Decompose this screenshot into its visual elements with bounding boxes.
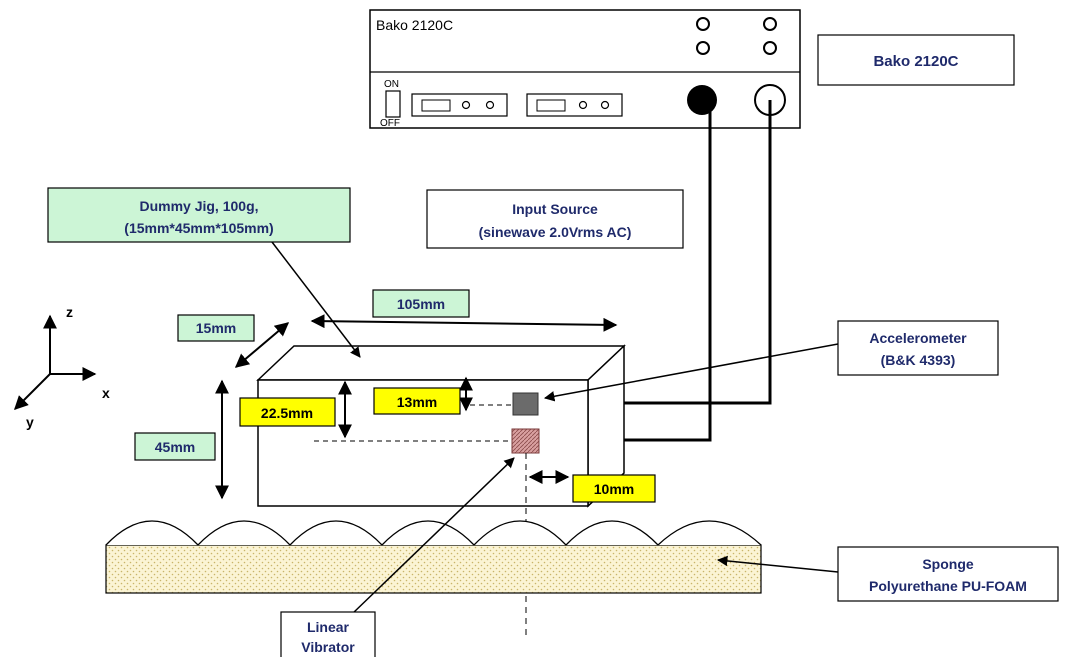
display-window-icon — [536, 99, 566, 112]
vibrator-leader-arrow — [351, 457, 515, 615]
knob-icon — [763, 17, 777, 31]
button-icon — [485, 100, 495, 110]
knob-icon — [696, 41, 710, 55]
dummy-jig-label-line1: Dummy Jig, 100g, — [139, 198, 258, 214]
half-height-dimension-box — [239, 397, 336, 427]
button-icon — [600, 100, 610, 110]
jig-top-face — [256, 345, 626, 381]
linear-vibrator-label-box — [280, 611, 376, 657]
coordinate-axes: z x y — [14, 304, 110, 430]
button-icon — [461, 100, 471, 110]
sponge-label-line1: Sponge — [922, 556, 974, 572]
accelerometer-label-line1: Accelerometer — [869, 330, 967, 346]
side-offset-dimension-value: 10mm — [594, 481, 634, 497]
sponge — [105, 520, 762, 594]
input-source-label-line2: (sinewave 2.0Vrms AC) — [479, 224, 632, 240]
display-window-icon — [421, 99, 451, 112]
length-dimension-value: 105mm — [397, 296, 445, 312]
signal-generator-device: Bako 2120C ON OFF — [369, 9, 801, 129]
accel-offset-dimension-value: 13mm — [397, 394, 437, 410]
side-offset-dimension-box — [572, 474, 656, 503]
y-axis-arrow — [14, 373, 51, 410]
input-source-label-box — [426, 189, 684, 249]
switch-off-text: OFF — [380, 118, 400, 129]
sponge-leader-arrow — [716, 555, 839, 573]
x-axis-label: x — [102, 385, 110, 401]
input-source-label-line1: Input Source — [512, 201, 598, 217]
sponge-label-line2: Polyurethane PU-FOAM — [869, 578, 1027, 594]
switch-on-text: ON — [384, 79, 399, 90]
power-switch — [385, 90, 401, 118]
sponge-base — [105, 544, 762, 594]
accelerometer-label-box — [837, 320, 999, 376]
linear-vibrator-label-line2: Vibrator — [301, 639, 355, 655]
dummy-jig-label-line2: (15mm*45mm*105mm) — [124, 220, 273, 236]
sponge-bumps — [105, 520, 762, 546]
length-dimension-box — [372, 289, 470, 318]
dummy-jig-label-box — [47, 187, 351, 243]
accelerometer-sensor — [512, 392, 539, 416]
width-dimension-value: 15mm — [196, 320, 236, 336]
device-label-box — [817, 34, 1015, 86]
jig-leader-arrow — [271, 241, 361, 358]
width-dimension-arrow — [234, 322, 290, 368]
accelerometer-label-line2: (B&K 4393) — [881, 352, 956, 368]
linear-vibrator-label-line1: Linear — [307, 619, 350, 635]
sponge-label-box — [837, 546, 1059, 602]
z-axis-label: z — [66, 304, 73, 320]
device-model-text: Bako 2120C — [376, 17, 453, 33]
accel-offset-dimension-box — [373, 387, 461, 415]
linear-vibrator-marker — [511, 428, 540, 454]
height-dimension-box — [134, 432, 216, 461]
width-dimension-box — [177, 314, 255, 342]
button-icon — [578, 100, 588, 110]
y-axis-label: y — [26, 414, 34, 430]
knob-icon — [763, 41, 777, 55]
knob-icon — [696, 17, 710, 31]
height-dimension-value: 45mm — [155, 439, 195, 455]
length-dimension-arrow — [310, 314, 618, 332]
half-height-dimension-value: 22.5mm — [261, 405, 313, 421]
accelerometer-leader-arrow — [543, 343, 839, 402]
device-label-text: Bako 2120C — [873, 53, 958, 70]
